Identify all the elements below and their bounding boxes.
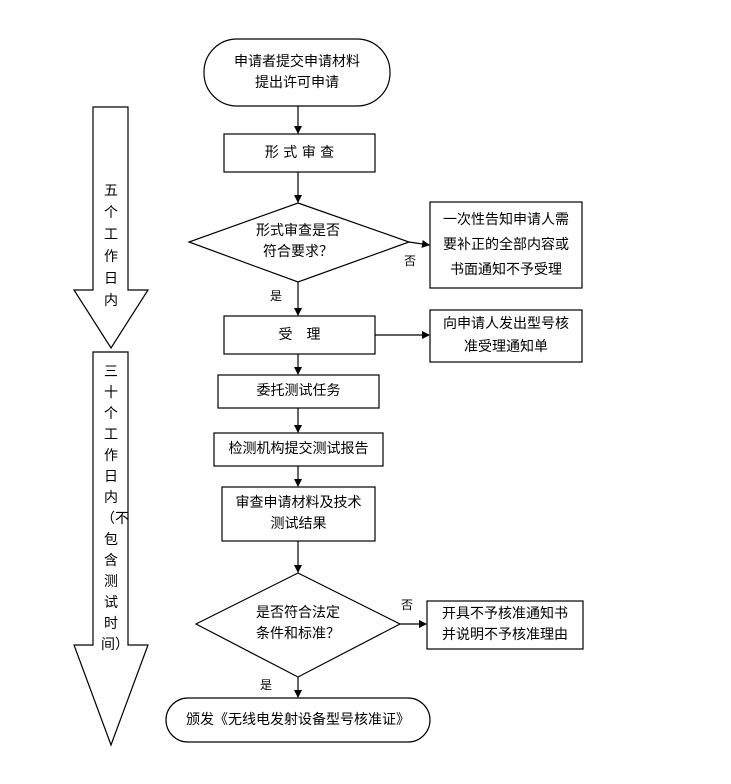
label-yes-1: 是 (270, 289, 283, 303)
accept-notice-box (429, 309, 583, 363)
label-no-2: 否 (401, 598, 414, 612)
review-results-box (221, 486, 376, 542)
formal-question-text: 形式审查是否 符合要求？ (256, 223, 340, 260)
legal-question-text: 是否符合法定 条件和标准？ (256, 605, 340, 642)
reject-notice-box (426, 600, 584, 650)
timeline-phase-2-text: 三十个工作日内（不包含测试时间） (101, 364, 129, 653)
start-text: 申请者提交申请材料 提出许可申请 (234, 53, 360, 91)
issue-cert-text: 颁发《无线电发射设备型号核准证》 (186, 711, 410, 728)
formal-review-box (223, 133, 376, 173)
label-no-1: 否 (404, 254, 417, 268)
notify-supplement-box (429, 201, 583, 289)
test-report-box (213, 432, 384, 467)
edge-decision-no (408, 240, 430, 248)
accept-text: 受 理 (278, 326, 321, 343)
timeline-arrow-30-days (73, 351, 149, 747)
delegate-test-text: 委托测试任务 (256, 383, 341, 399)
notify-supplement-text: 一次性告知申请人需 要补正的全部内容或 书面通知不予受理 (443, 211, 569, 278)
reject-notice-text: 开具不予核准通知书 并说明不予核准理由 (442, 606, 568, 643)
test-report-text: 检测机构提交测试报告 (228, 441, 369, 457)
label-yes-2: 是 (260, 678, 273, 692)
accept-box (223, 315, 376, 355)
review-results-text: 审查申请材料及技术 测试结果 (235, 495, 362, 532)
accept-notice-text: 向申请人发出型号核 准受理通知单 (443, 316, 569, 355)
timeline-phase-1-text: 五个工作日内 (104, 183, 118, 309)
start-terminal (203, 38, 391, 107)
issue-cert-terminal (165, 697, 431, 743)
formal-review-text: 形 式 审 查 (264, 144, 335, 161)
timeline-arrow-5-days (72, 106, 150, 350)
delegate-test-box (217, 374, 380, 409)
